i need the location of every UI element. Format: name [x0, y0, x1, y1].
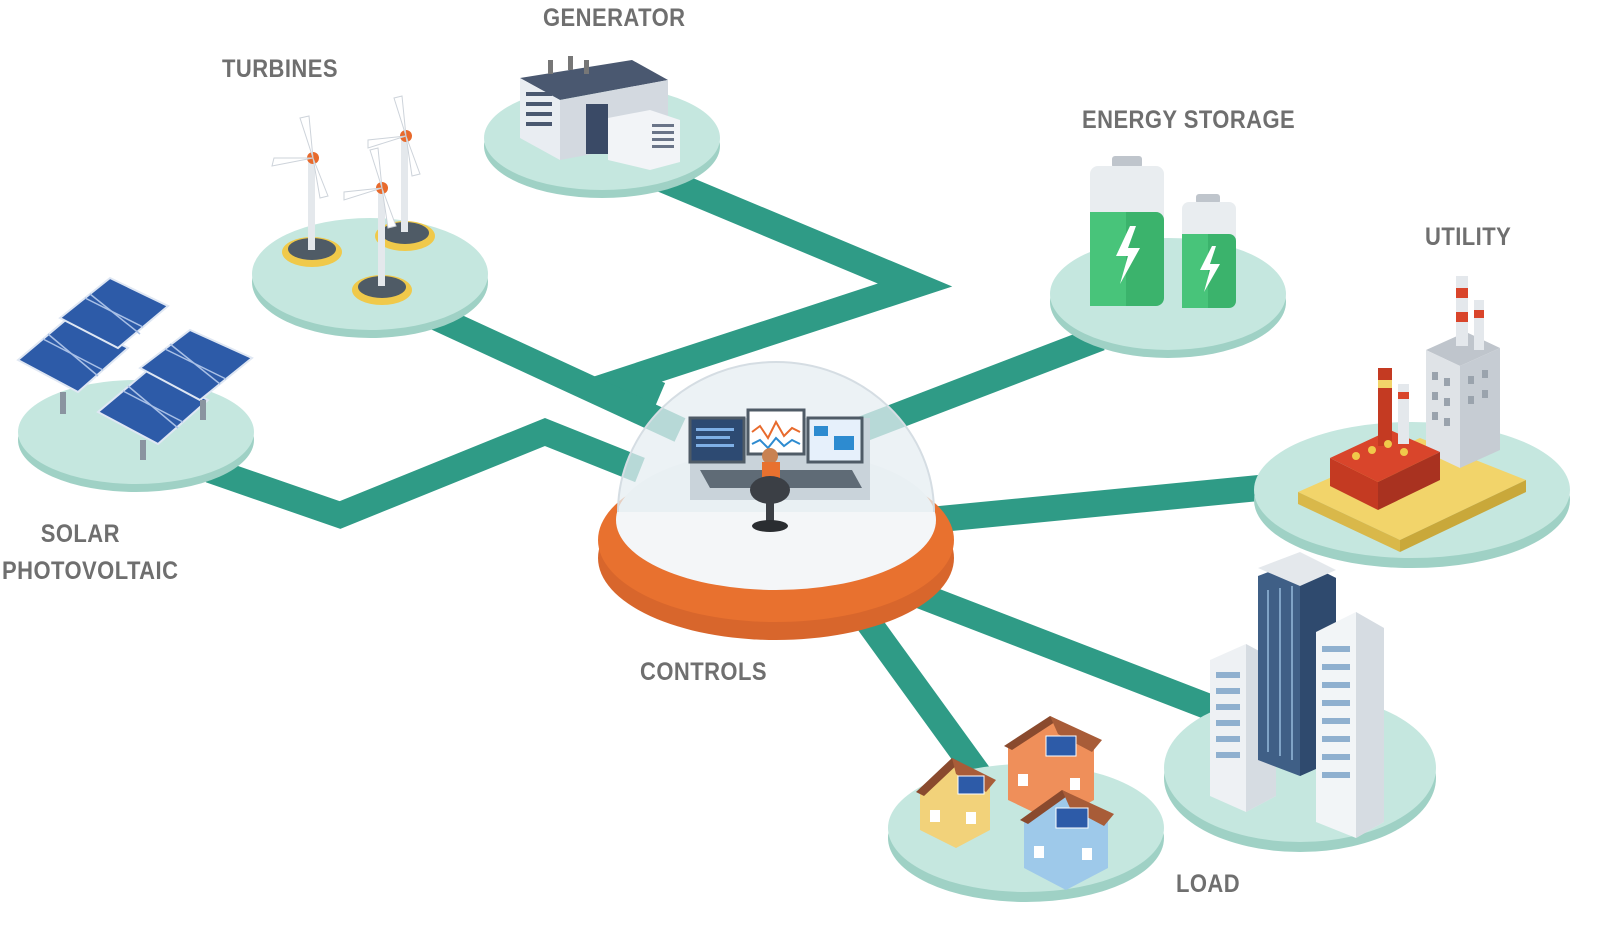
energy-storage-platform: [1050, 238, 1286, 350]
office-buildings-icon: [1210, 552, 1384, 838]
controls-label: CONTROLS: [640, 658, 767, 686]
connector-lines: [205, 158, 1292, 798]
load-label: LOAD: [1176, 870, 1241, 898]
connector-solar: [205, 417, 645, 529]
utility-factory-icon: [1298, 276, 1526, 552]
solar-label-line2: PHOTOVOLTAIC: [2, 557, 179, 585]
turbines-label: TURBINES: [222, 55, 338, 83]
control-center-icon: [598, 361, 954, 640]
generator-icon: [520, 56, 680, 170]
connector-utility: [928, 472, 1292, 533]
houses-icon: [916, 716, 1114, 890]
connector-generator: [588, 158, 953, 407]
connector-turbines: [414, 298, 686, 442]
generator-label: GENERATOR: [543, 4, 686, 32]
connector-load-buildings: [875, 567, 1235, 728]
solar-photovoltaic-label: SOLAR PHOTOVOLTAIC: [2, 516, 178, 590]
turbines-platform: [252, 218, 488, 330]
energy-storage-label: ENERGY STORAGE: [1082, 106, 1296, 134]
connector-storage: [855, 325, 1105, 443]
utility-label: UTILITY: [1425, 223, 1512, 251]
solar-panels-icon: [16, 276, 254, 460]
wind-turbines-icon: [271, 95, 435, 305]
solar-label-line1: SOLAR: [40, 520, 120, 548]
battery-icon: [1090, 156, 1236, 308]
